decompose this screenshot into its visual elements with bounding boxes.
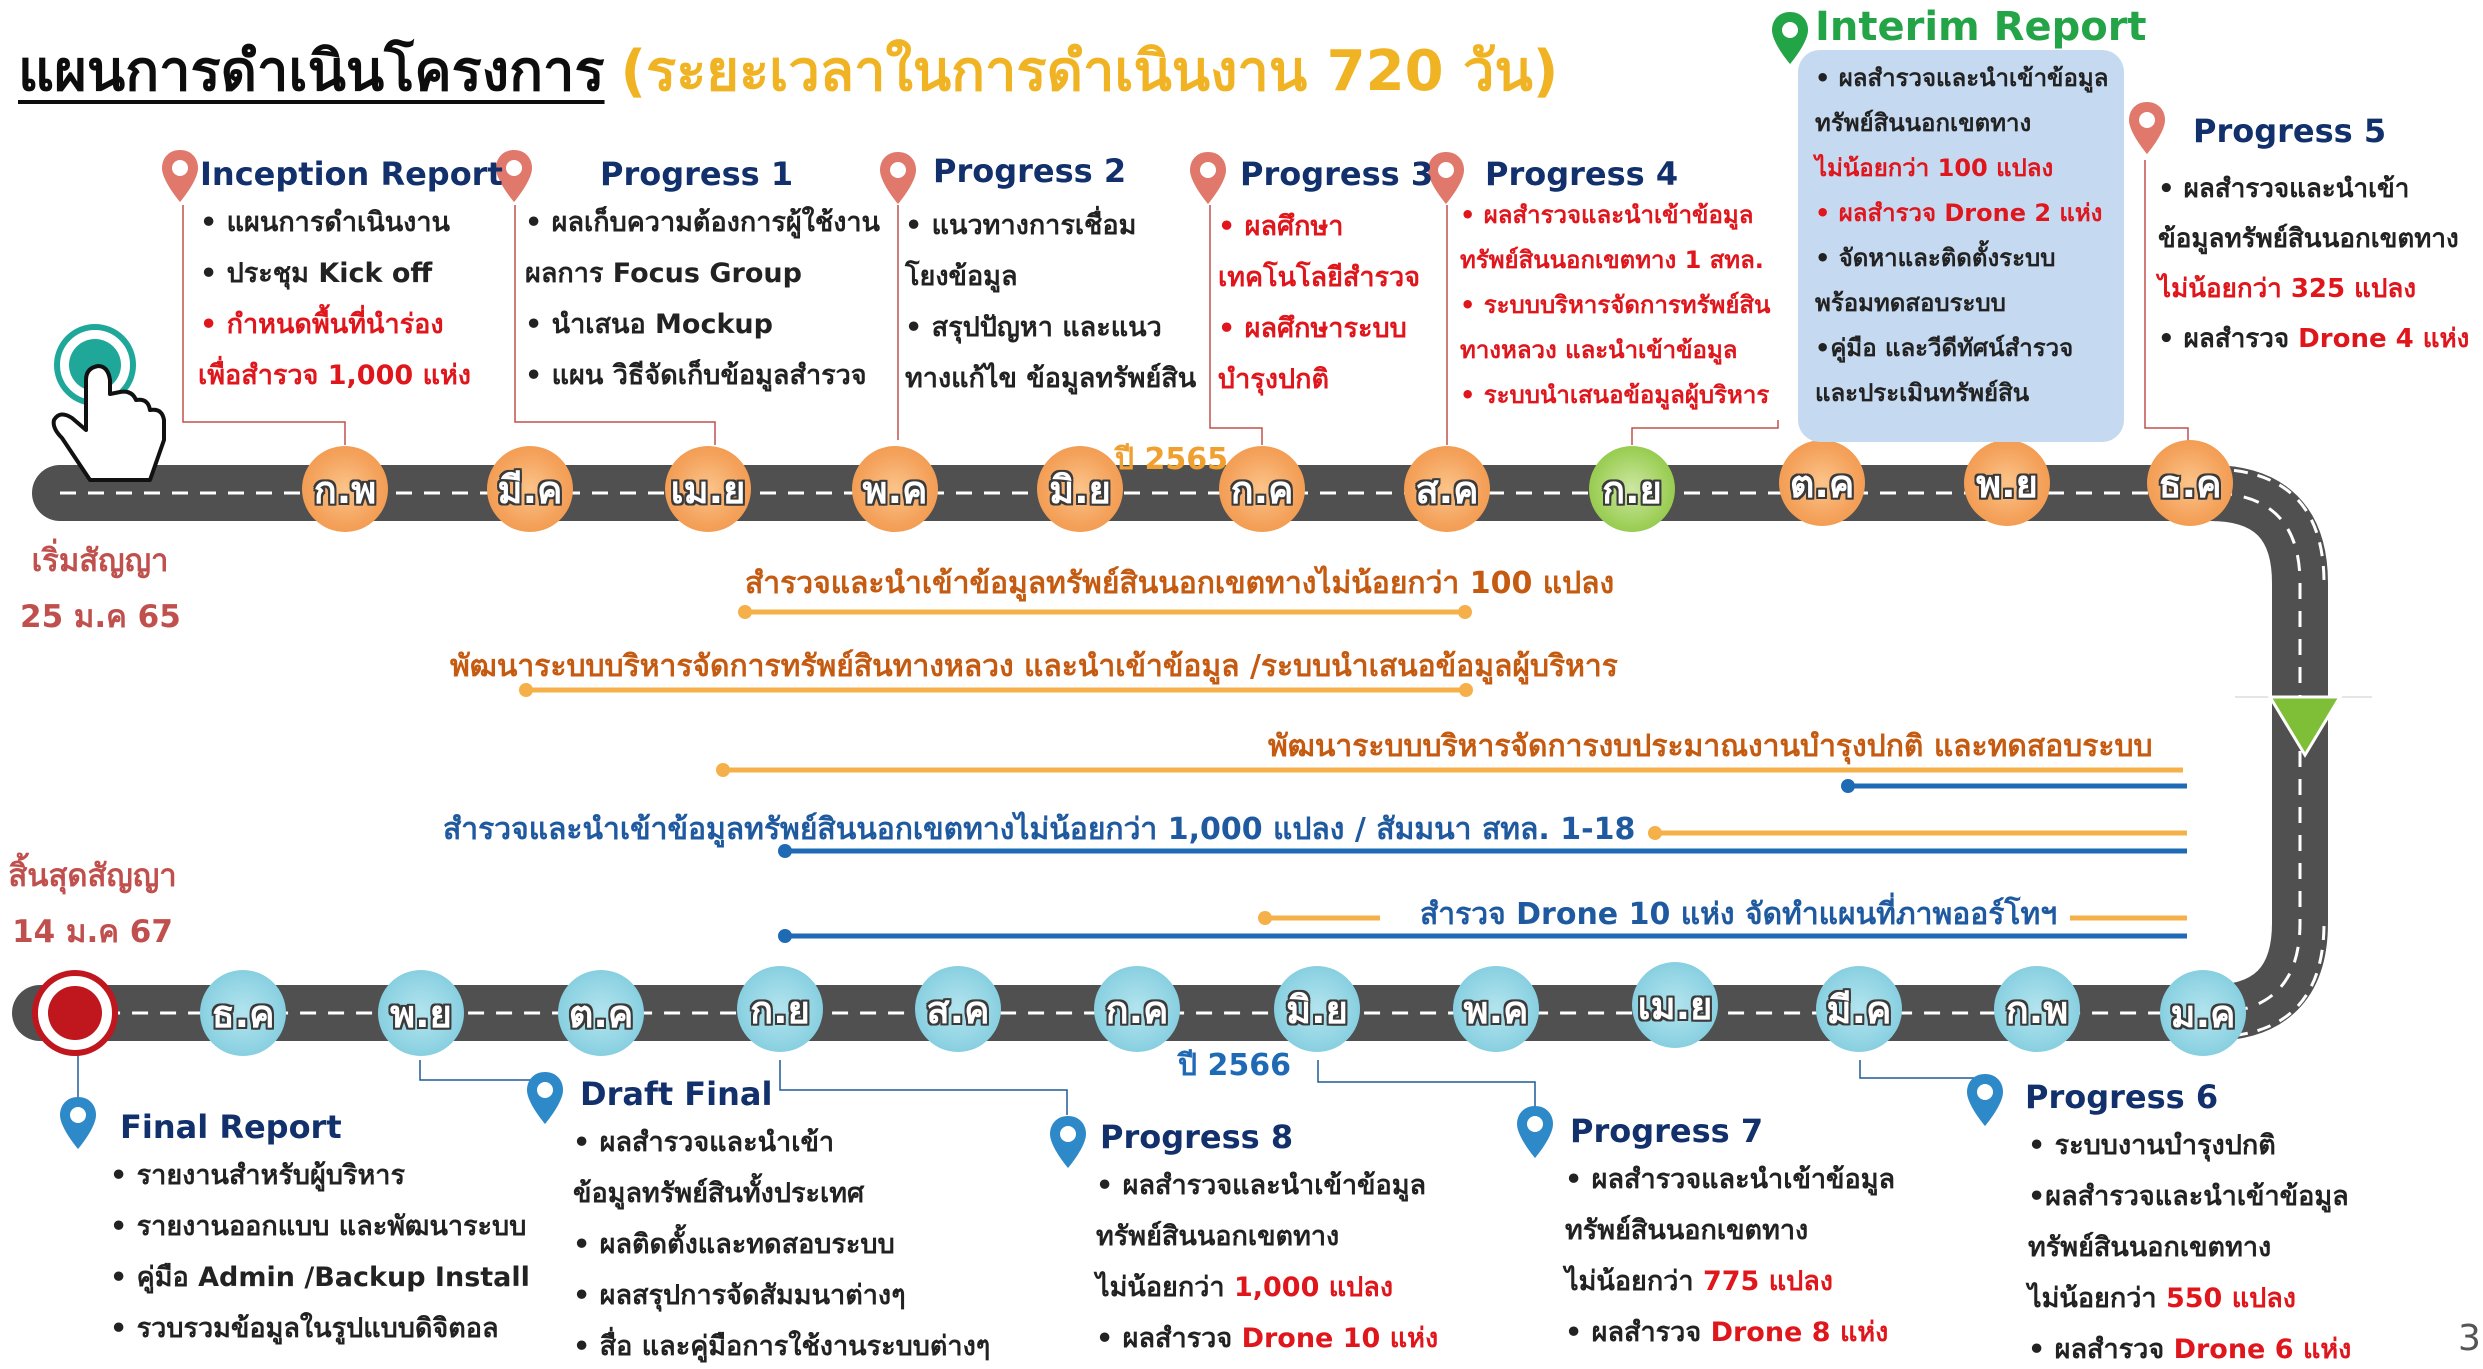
page-title: แผนการดำเนินโครงการ(ระยะเวลาในการดำเนินง… bbox=[18, 26, 1558, 115]
activity-label: สำรวจและนำเข้าข้อมูลทรัพย์สินนอกเขตทางไม… bbox=[745, 566, 1615, 601]
start-label: เริ่มสัญญา 25 ม.ค 65 bbox=[20, 533, 181, 645]
milestone-title: Interim Report bbox=[1815, 4, 2147, 50]
milestone-title: Progress 3 bbox=[1240, 155, 1434, 193]
location-pin-icon bbox=[1967, 1074, 2003, 1126]
location-pin-icon bbox=[527, 1072, 563, 1124]
milestone-progress-3: Progress 3 • ผลศึกษา เทคโนโลยีสำรวจ • ผล… bbox=[1218, 155, 1434, 395]
milestone-final: Final Report • รายงานสำหรับผู้บริหาร • ร… bbox=[110, 1108, 530, 1344]
location-pin-icon bbox=[880, 152, 916, 204]
year-2566: ปี 2566 bbox=[1178, 1048, 1291, 1083]
month-marker: ต.ค bbox=[558, 970, 644, 1056]
milestone-title: Inception Report bbox=[200, 155, 503, 193]
location-pin-icon bbox=[60, 1097, 96, 1149]
month-marker: ก.ย bbox=[737, 966, 823, 1052]
title-subtitle: (ระยะเวลาในการดำเนินงาน 720 วัน) bbox=[620, 39, 1559, 104]
location-pin-icon bbox=[1517, 1106, 1553, 1158]
month-marker: มี.ค bbox=[487, 446, 573, 532]
end-marker bbox=[32, 970, 118, 1056]
month-marker: ธ.ค bbox=[200, 970, 286, 1056]
location-pin-icon bbox=[2129, 102, 2165, 154]
page-number: 3 bbox=[2458, 1318, 2481, 1359]
month-marker: ก.ย bbox=[1589, 446, 1675, 532]
milestone-progress-4: Progress 4 • ผลสำรวจและนำเข้าข้อมูล ทรัพ… bbox=[1460, 155, 1771, 409]
location-pin-icon bbox=[1190, 152, 1226, 204]
month-marker: ก.ค bbox=[1219, 446, 1305, 532]
milestone-title: Progress 2 bbox=[933, 152, 1127, 190]
milestone-progress-2: Progress 2 • แนวทางการเชื่อม โยงข้อมูล •… bbox=[905, 152, 1197, 394]
start-label-text: เริ่มสัญญา bbox=[31, 543, 169, 579]
month-marker: ส.ค bbox=[1404, 446, 1490, 532]
milestone-inception: Inception Report • แผนการดำเนินงาน • ประ… bbox=[198, 155, 503, 391]
activity-label: สำรวจและนำเข้าข้อมูลทรัพย์สินนอกเขตทางไม… bbox=[443, 812, 1636, 847]
month-marker: มิ.ย bbox=[1037, 446, 1123, 532]
location-pin-icon bbox=[1050, 1116, 1086, 1168]
milestone-title: Progress 4 bbox=[1485, 155, 1679, 193]
milestone-draft-final: Draft Final • ผลสำรวจและนำเข้า ข้อมูลทรั… bbox=[573, 1075, 991, 1362]
month-marker: พ.ค bbox=[852, 446, 938, 532]
month-marker: พ.ค bbox=[1453, 966, 1539, 1052]
end-date: 14 ม.ค 67 bbox=[12, 914, 173, 950]
activity-label: สำรวจ Drone 10 แห่ง จัดทำแผนที่ภาพออร์โท… bbox=[1420, 897, 2058, 932]
activity-label: พัฒนาระบบบริหารจัดการทรัพย์สินทางหลวง แล… bbox=[450, 649, 1618, 684]
top-connectors bbox=[182, 160, 2189, 445]
location-pin-icon bbox=[162, 150, 198, 202]
month-marker: ส.ค bbox=[915, 966, 1001, 1052]
end-label: สิ้นสุดสัญญา 14 ม.ค 67 bbox=[0, 848, 185, 960]
milestone-title: Final Report bbox=[120, 1108, 342, 1146]
month-marker: พ.ย bbox=[378, 970, 464, 1056]
start-date: 25 ม.ค 65 bbox=[20, 599, 181, 635]
month-marker: ก.พ bbox=[302, 446, 388, 532]
location-pin-icon bbox=[1428, 152, 1464, 204]
start-marker bbox=[51, 324, 166, 482]
month-marker: ก.พ bbox=[1994, 966, 2080, 1052]
milestone-title: Progress 6 bbox=[2025, 1078, 2219, 1116]
milestone-interim: Interim Report • ผลสำรวจและนำเข้าข้อมูล … bbox=[1815, 4, 2147, 407]
month-marker: มิ.ย bbox=[1274, 966, 1360, 1052]
milestone-progress-6: Progress 6 • ระบบงานบำรุงปกติ •ผลสำรวจแล… bbox=[2025, 1078, 2352, 1365]
activity-bars bbox=[519, 605, 2187, 943]
month-marker: ก.ค bbox=[1094, 966, 1180, 1052]
bottom-connectors bbox=[77, 1040, 1986, 1115]
title-main: แผนการดำเนินโครงการ bbox=[18, 39, 605, 104]
milestone-title: Progress 8 bbox=[1100, 1118, 1294, 1156]
milestone-title: Progress 5 bbox=[2193, 112, 2387, 150]
month-marker: ธ.ค bbox=[2147, 440, 2233, 526]
month-marker: ม.ค bbox=[2160, 970, 2246, 1056]
activity-label: พัฒนาระบบบริหารจัดการงบประมาณงานบำรุงปกต… bbox=[1268, 729, 2153, 764]
month-marker: ต.ค bbox=[1779, 440, 1865, 526]
milestone-progress-5: Progress 5 • ผลสำรวจและนำเข้า ข้อมูลทรัพ… bbox=[2158, 112, 2470, 354]
location-pin-icon bbox=[1772, 12, 1808, 64]
month-marker: เม.ย bbox=[1632, 962, 1718, 1048]
month-marker: พ.ย bbox=[1964, 440, 2050, 526]
end-label-text: สิ้นสุดสัญญา bbox=[8, 858, 177, 894]
month-marker: มี.ค bbox=[1816, 966, 1902, 1052]
milestone-title: Progress 1 bbox=[600, 155, 794, 193]
location-pin-icon bbox=[496, 150, 532, 202]
direction-arrow bbox=[2235, 695, 2372, 758]
milestone-progress-7: Progress 7 • ผลสำรวจและนำเข้าข้อมูล ทรัพ… bbox=[1565, 1112, 1896, 1348]
milestone-title: Progress 7 bbox=[1570, 1112, 1764, 1150]
year-2565: ปี 2565 bbox=[1115, 442, 1228, 477]
month-marker: เม.ย bbox=[665, 446, 751, 532]
interim-box bbox=[1798, 50, 2124, 442]
milestone-progress-1: Progress 1 • ผลเก็บความต้องการผู้ใช้งาน … bbox=[525, 155, 880, 391]
milestone-progress-8: Progress 8 • ผลสำรวจและนำเข้าข้อมูล ทรัพ… bbox=[1096, 1118, 1439, 1354]
milestone-title: Draft Final bbox=[580, 1075, 773, 1113]
